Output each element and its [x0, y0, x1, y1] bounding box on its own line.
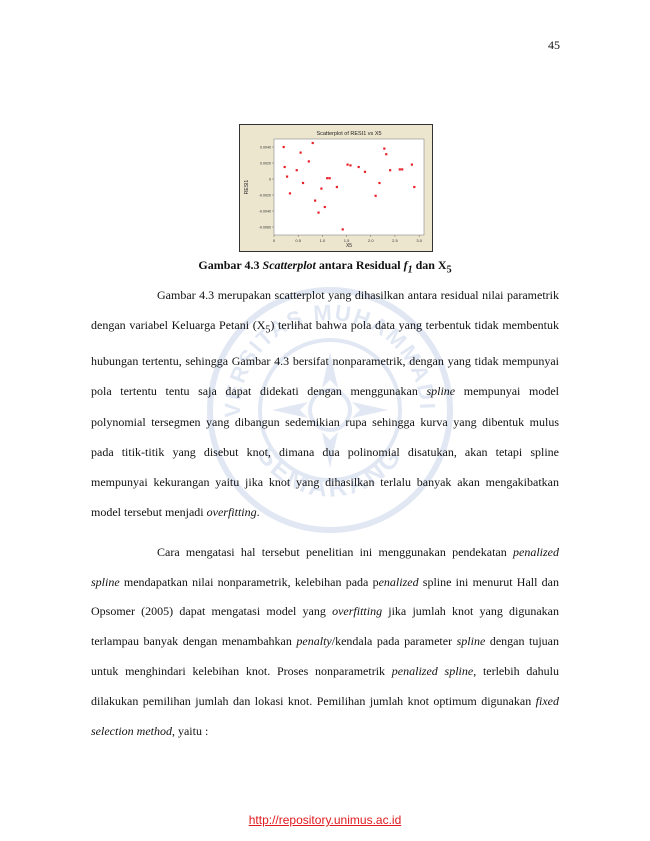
scatter-point [320, 187, 323, 190]
x-tick-label: 1.0 [320, 238, 326, 243]
caption-x-sub: 5 [446, 264, 452, 276]
x-tick-label: 1.5 [344, 238, 350, 243]
y-tick-label: 0.0020 [260, 161, 271, 165]
scatter-point [401, 168, 404, 171]
scatter-point [323, 205, 326, 209]
p1-text-b: ) terlihat bahwa pola data yang terbentu… [91, 318, 559, 399]
page-number: 45 [548, 38, 560, 52]
scatter-point [295, 169, 298, 172]
scatter-point [398, 168, 401, 171]
p1-text-a: Gambar 4.3 merupakan scatterplot yang di… [91, 288, 559, 333]
figure-caption: Gambar 4.3 Scatterplot antara Residual f… [0, 258, 650, 275]
y-axis-label: RESI1 [244, 180, 250, 195]
p2-text-g: , terlebih dahulu dilakukan pemilihan ju… [91, 663, 559, 708]
paragraph-2: Cara mengatasi hal tersebut penelitian i… [91, 538, 559, 747]
p2-text-e: /kendala pada parameter [331, 634, 457, 649]
scatterplot-chart: Scatterplot of RESI1 vs X5 X5 RESI1 0 0.5… [240, 125, 431, 250]
p1-text-c: mempunyai model polynomial tersegmen yan… [91, 384, 559, 520]
scatter-point [357, 165, 360, 169]
scatter-point [410, 163, 414, 166]
plot-area [273, 138, 425, 236]
y-tick-label: -0.0020 [259, 193, 271, 197]
scatter-point [299, 151, 302, 154]
y-tick-label: 0 [269, 177, 271, 181]
p2-overfitting: overfitting [332, 604, 383, 619]
scatter-point [363, 170, 367, 173]
scatter-point [283, 165, 286, 169]
paragraph-1: Gambar 4.3 merupakan scatterplot yang di… [91, 280, 559, 528]
scatter-point [346, 163, 349, 166]
caption-mid: antara Residual [315, 258, 404, 272]
scatter-point [288, 192, 292, 195]
x-tick-label: 2.5 [392, 238, 398, 243]
p1-text-d: . [256, 505, 260, 520]
p2-text-b: mendapatkan nilai nonparametrik, kelebih… [119, 574, 379, 589]
scatter-point [317, 211, 320, 214]
scatter-point [383, 147, 386, 150]
scatter-point [389, 169, 392, 172]
y-tick-label: -0.0060 [259, 225, 271, 229]
scatter-point [385, 153, 388, 156]
x-tick-label: 3.0 [416, 238, 422, 243]
caption-prefix: Gambar 4.3 [198, 258, 263, 272]
scatterplot-figure: Scatterplot of RESI1 vs X5 X5 RESI1 0 0.5… [239, 124, 433, 252]
scatter-point [311, 141, 314, 145]
scatter-point [326, 177, 329, 180]
x-tick-label: 0 [273, 238, 276, 243]
p1-overfitting: overfitting [206, 505, 257, 520]
x-tick-label: 2.0 [368, 238, 374, 243]
caption-f-sub: 1 [407, 264, 413, 276]
scatter-point [335, 185, 339, 189]
caption-and: dan X [412, 258, 447, 272]
scatter-point [328, 177, 331, 180]
y-tick-label: -0.0040 [259, 209, 271, 213]
x-axis-label: X5 [346, 243, 352, 249]
body-text: Gambar 4.3 merupakan scatterplot yang di… [91, 280, 559, 746]
scatter-point [301, 181, 305, 185]
p2-text-f: dengan tujuan untuk menghindari kelebiha… [91, 634, 559, 678]
caption-f: f [403, 258, 408, 272]
p2-penalty: penalty [296, 634, 332, 649]
p2-text-c: spline ini menurut Hall dan Opsomer (200… [91, 574, 559, 619]
p2-penalized-spline: penalized spline [91, 544, 559, 589]
p2-penalized-spline-2: penalized spline [391, 663, 474, 678]
x-tick-label: 0.5 [295, 238, 301, 243]
chart-title: Scatterplot of RESI1 vs X5 [316, 131, 381, 137]
scatter-point [341, 228, 344, 231]
y-tick-label: 0.0040 [260, 145, 271, 149]
scatter-point [374, 194, 377, 197]
p2-fixed-selection: fixed selection method [91, 693, 559, 738]
p1-spline: spline [426, 384, 456, 399]
scatter-point [285, 175, 289, 178]
p2-text-h: , yaitu : [171, 723, 209, 738]
caption-italic: Scatterplot [262, 258, 316, 272]
p2-enalized: enalized [378, 574, 419, 589]
scatter-point [282, 145, 285, 149]
repository-link[interactable]: http://repository.unimus.ac.id [248, 813, 402, 827]
p2-text-d: jika jumlah knot yang digunakan terlampa… [91, 604, 559, 649]
p2-text-a: Cara mengatasi hal tersebut penelitian i… [157, 544, 513, 559]
scatter-point [378, 181, 381, 185]
scatter-point [349, 164, 352, 167]
scatter-point [307, 160, 310, 163]
scatter-point [314, 199, 317, 202]
p2-spline: spline [456, 634, 486, 649]
p1-sub: 5 [265, 324, 271, 336]
scatter-point [413, 185, 416, 189]
